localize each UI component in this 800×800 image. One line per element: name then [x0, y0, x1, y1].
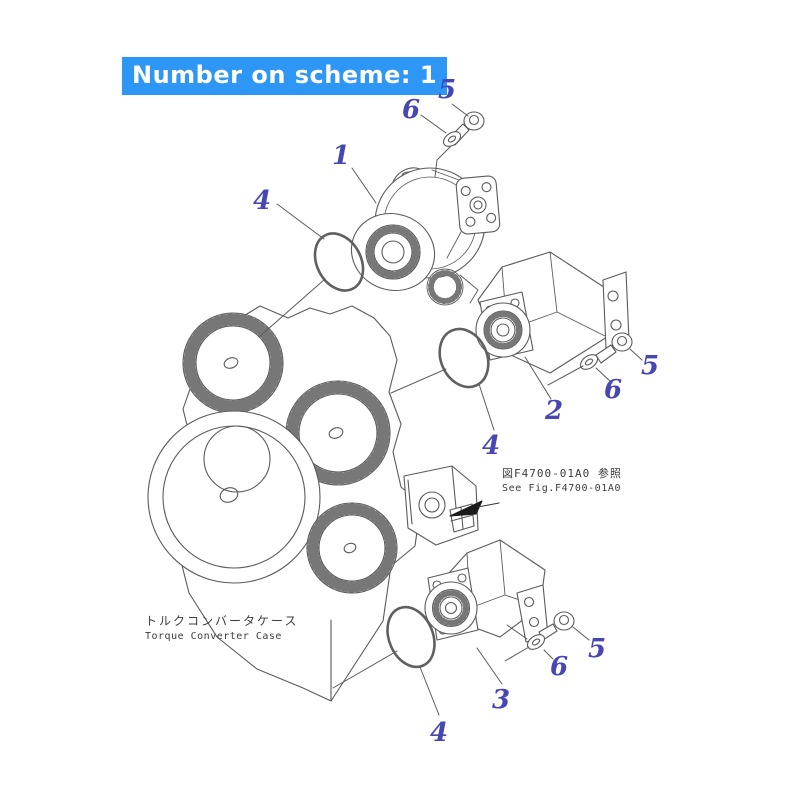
reference-arrow-icon: [449, 500, 500, 517]
main-bore-face: [147, 410, 321, 584]
scheme-number-title: Number on scheme: 1: [122, 57, 448, 95]
case-caption-english: Torque Converter Case: [145, 631, 282, 642]
callout-washer-bottom: 6: [550, 652, 569, 682]
callout-o-ring-top: 4: [253, 186, 272, 216]
callout-o-ring-bottom: 4: [430, 718, 449, 748]
figure-reference-note: 図F4700-01A0 参照 See Fig.F4700-01A0: [502, 466, 622, 496]
leader-lines: [258, 103, 643, 716]
callout-bolt-top: 5: [438, 75, 457, 105]
callout-pump-3: 3: [492, 685, 511, 715]
o-ring-bottom: [386, 605, 436, 669]
gear-bore-right: [285, 380, 391, 486]
case-caption-japanese: トルクコンバータケース: [145, 614, 299, 628]
hydraulic-pump-2: [475, 251, 630, 374]
washer-bottom: [526, 634, 546, 650]
callout-washer-middle: 6: [604, 375, 623, 405]
gear-bore-bottom: [306, 502, 398, 594]
reference-note-english: See Fig.F4700-01A0: [502, 483, 622, 494]
callout-washer-top: 6: [402, 95, 421, 125]
callout-bolt-middle: 5: [641, 351, 660, 381]
reference-note-japanese: 図F4700-01A0 参照: [502, 467, 622, 480]
torque-converter-case: [147, 305, 479, 702]
pto-mount-pump: [403, 465, 479, 546]
o-ring-middle: [438, 327, 490, 389]
callout-bolt-bottom: 5: [588, 634, 607, 664]
hydraulic-pump-3: [424, 539, 549, 643]
gear-bore-top: [182, 312, 284, 414]
o-ring-top: [313, 232, 365, 292]
washer-top: [442, 131, 462, 147]
callout-o-ring-middle: 4: [482, 431, 501, 461]
hydraulic-pump-1: [350, 167, 501, 306]
callout-pump-2: 2: [545, 396, 564, 426]
bolt-middle: [595, 332, 633, 364]
torque-converter-case-caption: トルクコンバータケース Torque Converter Case: [145, 614, 298, 644]
callout-pump-1: 1: [332, 141, 351, 171]
